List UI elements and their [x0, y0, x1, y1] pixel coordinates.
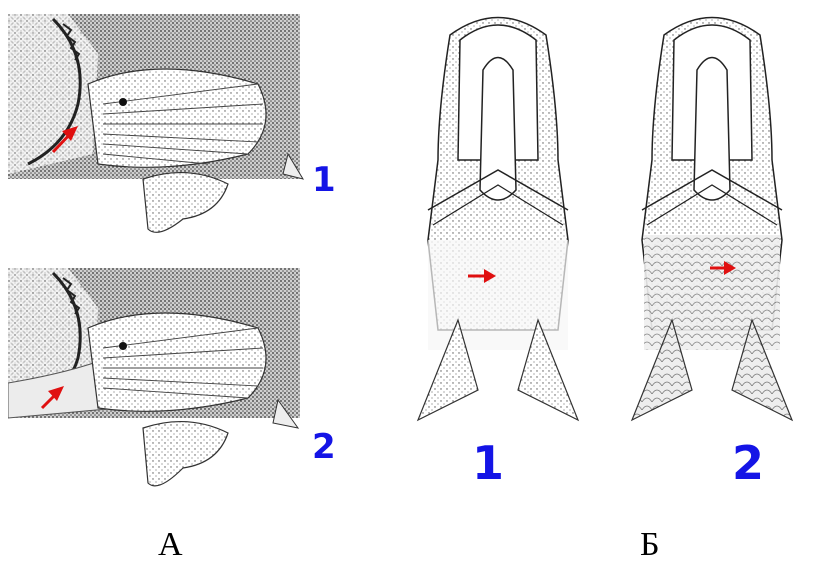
- fish-side-view-1: [8, 14, 308, 252]
- panel-a-number-1: 1: [312, 163, 336, 197]
- panel-a-caption: А: [158, 528, 183, 562]
- fish-ventral-view-1: [398, 10, 598, 440]
- fish-side-view-2: [8, 268, 308, 508]
- panel-b-number-1: 1: [472, 440, 504, 486]
- panel-a-number-2: 2: [312, 430, 336, 464]
- fish-ventral-view-2: [612, 10, 817, 440]
- panel-b-caption: Б: [640, 528, 660, 562]
- panel-b-number-2: 2: [732, 440, 764, 486]
